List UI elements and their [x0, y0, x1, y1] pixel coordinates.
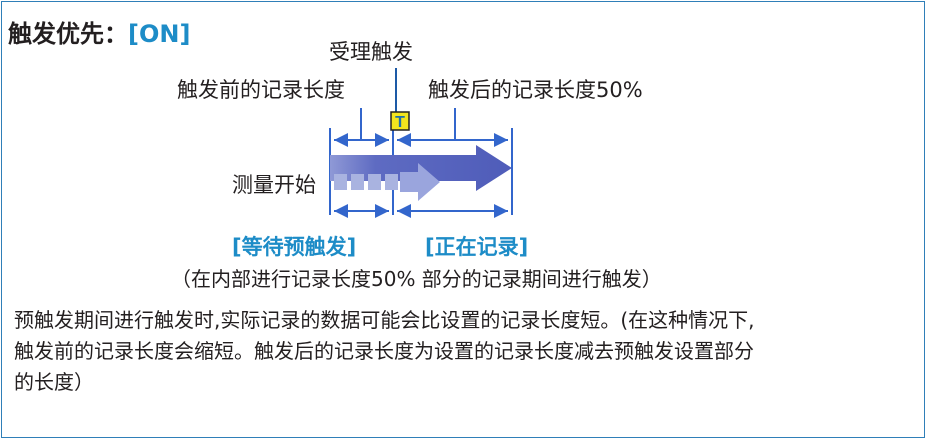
trigger-marker-letter: T: [395, 114, 405, 131]
recording-label: [正在记录]: [425, 235, 529, 259]
waiting-block: [368, 174, 381, 190]
waiting-block: [385, 174, 398, 190]
waiting-pretrigger-label: [等待预触发]: [232, 235, 357, 259]
trigger-accept-label: 受理触发: [329, 40, 413, 64]
description-paragraph: 预触发期间进行触发时,实际记录的数据可能会比设置的记录长度短。(在这种情况下, …: [14, 305, 919, 398]
description-line: 触发前的记录长度会缩短。触发后的记录长度为设置的记录长度减去预触发设置部分: [14, 339, 754, 363]
title-prefix: 触发优先：: [8, 20, 128, 48]
trigger-marker: [390, 111, 410, 131]
page-title: 触发优先：[ON]: [8, 14, 190, 49]
pre-trigger-arrow: [400, 163, 440, 201]
diagram-note: （在内部进行记录长度50% 部分的记录期间进行触发）: [171, 267, 662, 291]
post-trigger-length-label: 触发后的记录长度50%: [428, 78, 643, 102]
description-line: 的长度）: [14, 370, 94, 394]
description-line: 预触发期间进行触发时,实际记录的数据可能会比设置的记录长度短。(在这种情况下,: [14, 308, 755, 332]
measure-start-label: 测量开始: [232, 173, 316, 197]
waiting-block: [334, 174, 347, 190]
waiting-block: [351, 174, 364, 190]
pre-trigger-length-label: 触发前的记录长度: [177, 78, 345, 102]
title-value: [ON]: [128, 20, 191, 48]
